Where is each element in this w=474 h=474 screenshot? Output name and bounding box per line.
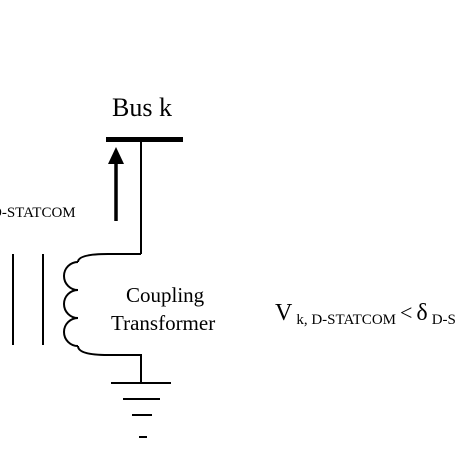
angle-symbol: δ <box>416 300 427 326</box>
current-label: D-STATCOM <box>0 205 76 221</box>
transformer-coil <box>63 261 79 347</box>
ground-icon <box>111 382 171 438</box>
bus-label: Bus k <box>112 93 172 122</box>
voltage-subscript: k, D-STATCOM <box>296 312 396 328</box>
transformer-label-line1: Coupling <box>126 283 205 307</box>
coil-bottom-wire <box>77 345 142 383</box>
voltage-symbol: V <box>275 300 293 326</box>
voltage-operator: < <box>400 300 412 325</box>
voltage-label: V k, D-STATCOM < δ D-S <box>275 300 456 328</box>
angle-subscript: D-S <box>432 312 456 328</box>
transformer-label-line2: Transformer <box>111 311 215 335</box>
coil-top-wire <box>77 253 141 263</box>
current-arrow-head <box>108 147 124 164</box>
